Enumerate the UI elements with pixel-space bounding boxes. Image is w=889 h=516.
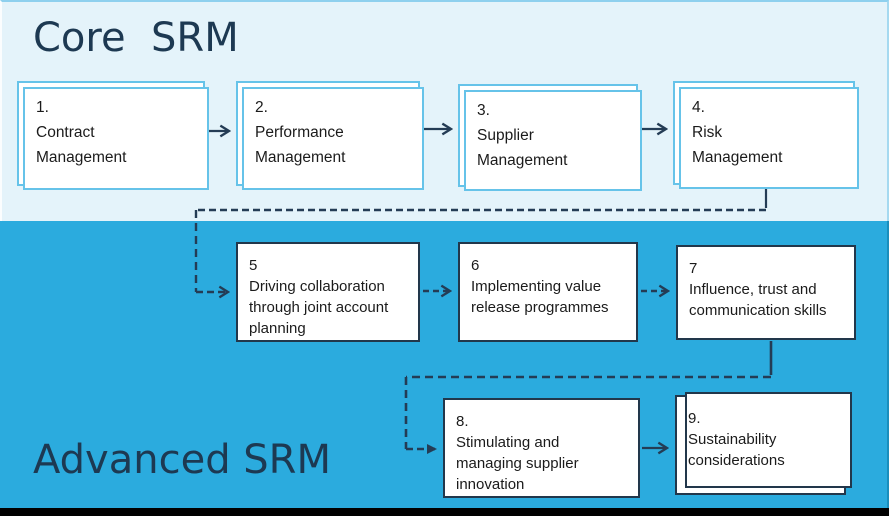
box-3-label: 3. Supplier Management bbox=[477, 102, 568, 169]
core-srm-title: Core SRM bbox=[33, 15, 239, 61]
box-7-label: 7 Influence, trust and communication ski… bbox=[689, 260, 827, 319]
box-1-label: 1. Contract Management bbox=[36, 99, 127, 166]
box-8-supplier-innovation: 8. Stimulating and managing supplier inn… bbox=[443, 398, 640, 498]
box-8-label: 8. Stimulating and managing supplier inn… bbox=[456, 413, 579, 493]
box-5-driving-collaboration: 5 Driving collaboration through joint ac… bbox=[236, 242, 420, 342]
box-2-performance-management: 2. Performance Management bbox=[236, 81, 424, 190]
box-6-label: 6 Implementing value release programmes bbox=[471, 257, 609, 316]
box-9-label: 9. Sustainability considerations bbox=[688, 410, 785, 469]
box-4-risk-management: 4. Risk Management bbox=[673, 81, 859, 189]
box-2-label: 2. Performance Management bbox=[255, 99, 346, 166]
box-1-contract-management: 1. Contract Management bbox=[17, 81, 209, 190]
box-9-sustainability: 9. Sustainability considerations bbox=[675, 392, 852, 495]
advanced-srm-title: Advanced SRM bbox=[33, 437, 331, 483]
box-6-value-release: 6 Implementing value release programmes bbox=[458, 242, 638, 342]
box-4-label: 4. Risk Management bbox=[692, 99, 783, 166]
box-5-label: 5 Driving collaboration through joint ac… bbox=[249, 257, 389, 337]
box-3-supplier-management: 3. Supplier Management bbox=[458, 84, 642, 191]
bottom-border-bar bbox=[0, 508, 889, 516]
box-7-influence-trust-communication: 7 Influence, trust and communication ski… bbox=[676, 245, 856, 340]
